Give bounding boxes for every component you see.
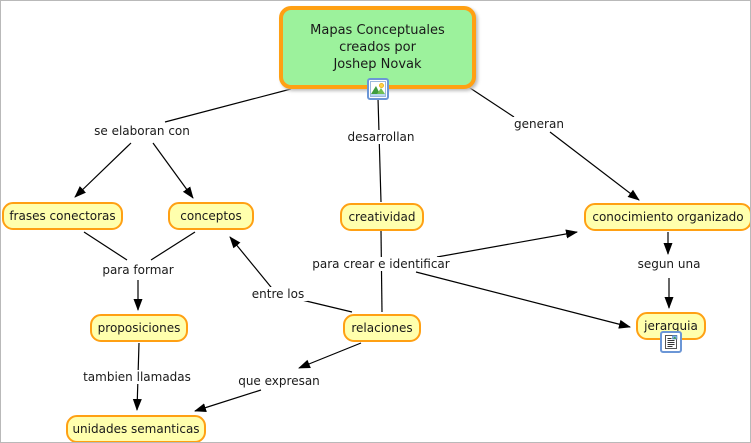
- node-frases-conectoras[interactable]: frases conectoras: [2, 202, 123, 230]
- edge-creatividad-to-relaciones: [380, 230, 383, 313]
- main-node-line: creados por: [339, 40, 416, 55]
- link-label-segun-una[interactable]: segun una: [634, 257, 704, 271]
- node-mapas-conceptuales[interactable]: Mapas Conceptuales creados por Joshep No…: [279, 6, 476, 89]
- link-label-desarrollan[interactable]: desarrollan: [344, 130, 418, 144]
- link-label-se-elaboran-con[interactable]: se elaboran con: [91, 124, 193, 138]
- link-label-que-expresan[interactable]: que expresan: [235, 374, 323, 388]
- document-icon-glyph: [665, 335, 678, 349]
- edge-generan-to-conocimiento: [549, 131, 640, 201]
- edge-se-elaboran-to-conceptos: [152, 142, 194, 199]
- image-icon-glyph: [370, 81, 386, 97]
- node-relaciones[interactable]: relaciones: [343, 314, 421, 342]
- edge-entre-los-to-conceptos: [229, 236, 276, 293]
- link-label-para-crear-e-identificar[interactable]: para crear e identificar: [309, 257, 453, 271]
- main-node-line: Joshep Novak: [333, 57, 422, 72]
- image-attachment-icon[interactable]: [367, 78, 389, 100]
- edge-se-elaboran-to-frases: [74, 142, 132, 198]
- edge-para-crear-to-conocimiento: [436, 229, 578, 258]
- link-label-entre-los[interactable]: entre los: [248, 287, 308, 301]
- edge-main-to-se-elaboran: [164, 88, 292, 123]
- edge-relaciones-to-que-expresan: [298, 342, 362, 369]
- edge-main-desarrollan-creatividad: [377, 97, 382, 203]
- node-conceptos[interactable]: conceptos: [168, 202, 254, 230]
- edge-conceptos-to-para-formar: [150, 231, 196, 261]
- edge-main-to-generan: [466, 85, 515, 118]
- edge-que-expresan-to-unidades: [194, 389, 262, 412]
- edge-frases-to-para-formar: [83, 231, 128, 261]
- document-attachment-icon[interactable]: [660, 331, 682, 353]
- main-node-line: Mapas Conceptuales: [310, 23, 445, 38]
- edge-para-crear-to-jerarquia: [415, 271, 631, 329]
- node-conocimiento-organizado[interactable]: conocimiento organizado: [584, 203, 750, 231]
- node-creatividad[interactable]: creatividad: [340, 203, 424, 231]
- node-proposiciones[interactable]: proposiciones: [90, 314, 188, 342]
- link-label-tambien-llamadas[interactable]: tambien llamadas: [80, 370, 194, 384]
- link-label-generan[interactable]: generan: [511, 117, 567, 131]
- node-unidades-semanticas[interactable]: unidades semanticas: [66, 415, 206, 442]
- link-label-para-formar[interactable]: para formar: [99, 263, 177, 277]
